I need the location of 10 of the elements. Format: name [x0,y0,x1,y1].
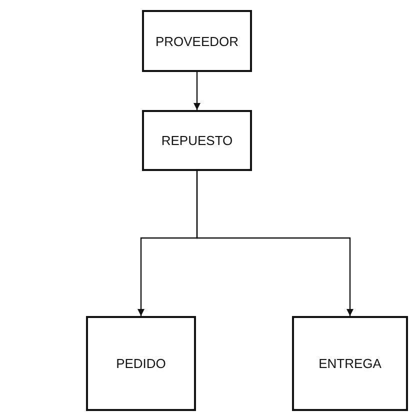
process-box [142,10,252,72]
process-box [292,316,408,411]
box-label: PROVEEDOR [155,34,239,48]
arrow [194,72,200,110]
box-label: REPUESTO [161,133,233,148]
box-label: PEDIDO [116,356,166,371]
arrow [196,171,354,316]
box-label: ENTREGA [318,356,382,371]
process-box [142,110,252,171]
process-box [86,316,196,411]
